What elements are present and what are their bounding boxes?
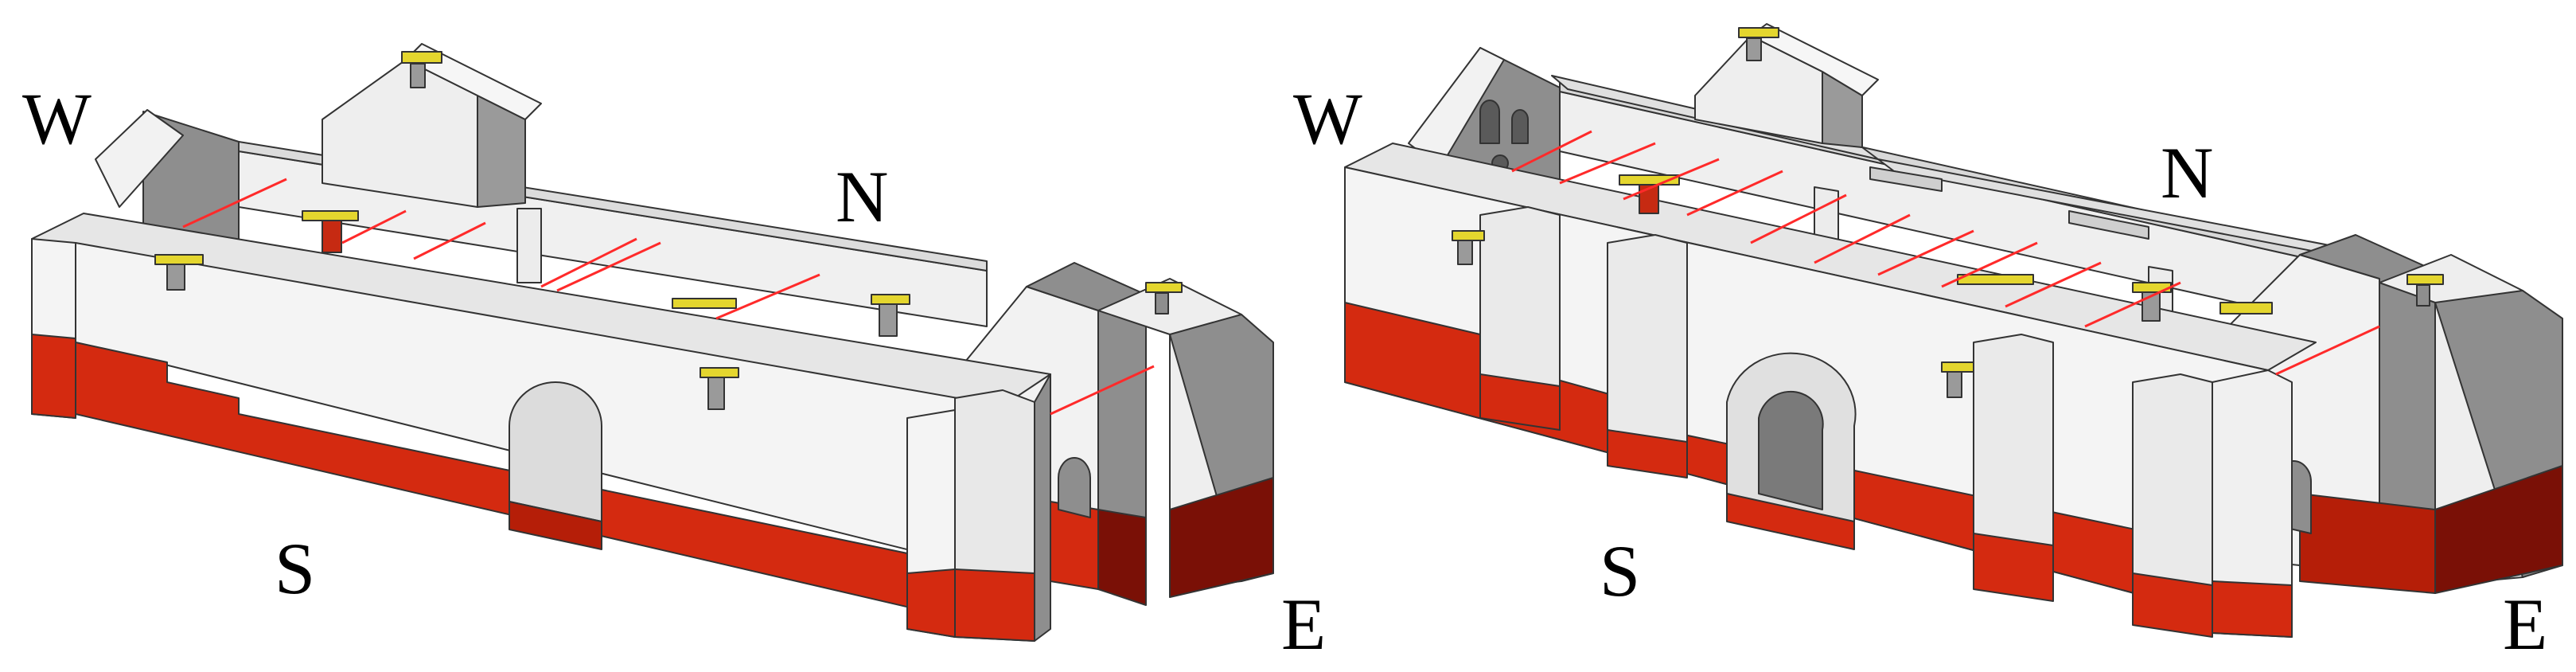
right-south-east-pier-base <box>2212 580 2293 638</box>
right-tie-beam-5 <box>1750 193 1847 244</box>
left-interior-window-3 <box>879 303 898 337</box>
left-tie-beam-4 <box>540 237 637 288</box>
right-north-block-2 <box>2068 210 2149 240</box>
right-north-tower-roof <box>1750 23 1879 96</box>
right-tie-beam-9 <box>2005 261 2102 308</box>
right-panel-model <box>1344 23 2563 638</box>
right-tie-beam-4 <box>1686 170 1783 217</box>
left-south-door <box>509 381 602 522</box>
right-south-lintel-1 <box>1452 230 1485 241</box>
right-north-block-1 <box>1869 166 1943 192</box>
right-east-gable-lintel <box>2219 302 2273 315</box>
right-buttress-3 <box>1973 334 2054 566</box>
left-south-label: S <box>275 528 315 609</box>
left-east-window <box>1155 292 1169 315</box>
left-east-lintel <box>1145 282 1183 293</box>
right-tie-beam-10 <box>2084 281 2181 328</box>
left-interior-window-1 <box>322 220 342 253</box>
left-south-lintel-1 <box>154 254 204 265</box>
left-interior-pilaster <box>516 208 542 283</box>
right-tie-beam-1 <box>1511 130 1592 173</box>
left-south-window-2 <box>707 377 725 410</box>
left-interior-lintel-1 <box>302 210 359 221</box>
right-south-window-2 <box>1947 371 1962 398</box>
left-south-east-pier-1-base <box>906 568 956 638</box>
right-tie-beam-11 <box>2275 325 2380 376</box>
left-east-arch-opening <box>1058 457 1091 518</box>
right-tie-beams <box>1511 130 2380 376</box>
right-south-portal-inner <box>1758 390 1824 510</box>
left-tie-beam-2 <box>341 209 407 244</box>
right-north-label: N <box>2161 132 2213 213</box>
left-tie-beam-7 <box>1050 365 1155 416</box>
right-tie-beam-7 <box>1877 229 1974 276</box>
left-south-east-pier-2-side <box>1034 373 1051 642</box>
right-south-window-1 <box>1457 240 1473 265</box>
left-west-label: W <box>22 78 92 159</box>
right-west-label: W <box>1293 78 1362 159</box>
right-east-label: E <box>2503 584 2547 665</box>
right-buttress-3-base <box>1973 533 2054 602</box>
left-south-door-base <box>509 501 602 550</box>
right-interior-lintel-2 <box>1957 274 2034 285</box>
left-tie-beam-5 <box>556 241 661 292</box>
left-tie-beam-6 <box>715 273 820 320</box>
left-panel-model <box>31 43 1274 642</box>
left-east-label: E <box>1281 584 1326 665</box>
right-east-gable-base <box>2299 493 2436 594</box>
left-east-gable-base-dark <box>1097 509 1147 606</box>
right-buttress-1-base <box>1479 373 1561 431</box>
right-buttress-4-base <box>2132 572 2213 638</box>
left-south-lintel-2 <box>700 367 739 378</box>
left-tie-beam-1 <box>182 178 287 229</box>
right-buttress-2-base <box>1607 429 1688 479</box>
right-tie-beam-2 <box>1559 142 1656 185</box>
right-tower-lintel <box>1738 27 1779 38</box>
right-tower-window <box>1746 37 1762 61</box>
left-tower-lintel <box>401 51 442 64</box>
right-east-window <box>2416 284 2430 307</box>
right-south-label: S <box>1600 530 1640 611</box>
left-north-label: N <box>836 156 888 237</box>
left-tie-beams <box>182 178 1155 416</box>
left-interior-lintel-2 <box>672 298 737 309</box>
right-west-gable-opening-2 <box>1511 109 1529 144</box>
left-tower-window <box>410 63 426 88</box>
right-tie-beam-3 <box>1623 158 1720 201</box>
right-south-portal-base <box>1726 493 1855 550</box>
right-east-lintel <box>2406 274 2444 285</box>
right-tie-beam-8 <box>1941 241 2038 288</box>
left-interior-lintel-3 <box>871 294 910 305</box>
left-east-annex-base <box>1169 477 1274 598</box>
right-tie-beam-6 <box>1814 213 1911 264</box>
left-tie-beam-3 <box>413 221 486 260</box>
left-west-gable <box>95 109 184 208</box>
left-south-east-pier-2-base <box>954 568 1035 642</box>
left-south-window-1 <box>166 264 185 291</box>
right-west-gable-opening-1 <box>1479 100 1500 144</box>
right-buttress-1 <box>1479 206 1561 415</box>
right-south-lintel-2 <box>1941 361 1974 373</box>
left-south-west-pier-base <box>31 334 76 419</box>
right-buttress-2 <box>1607 234 1688 463</box>
